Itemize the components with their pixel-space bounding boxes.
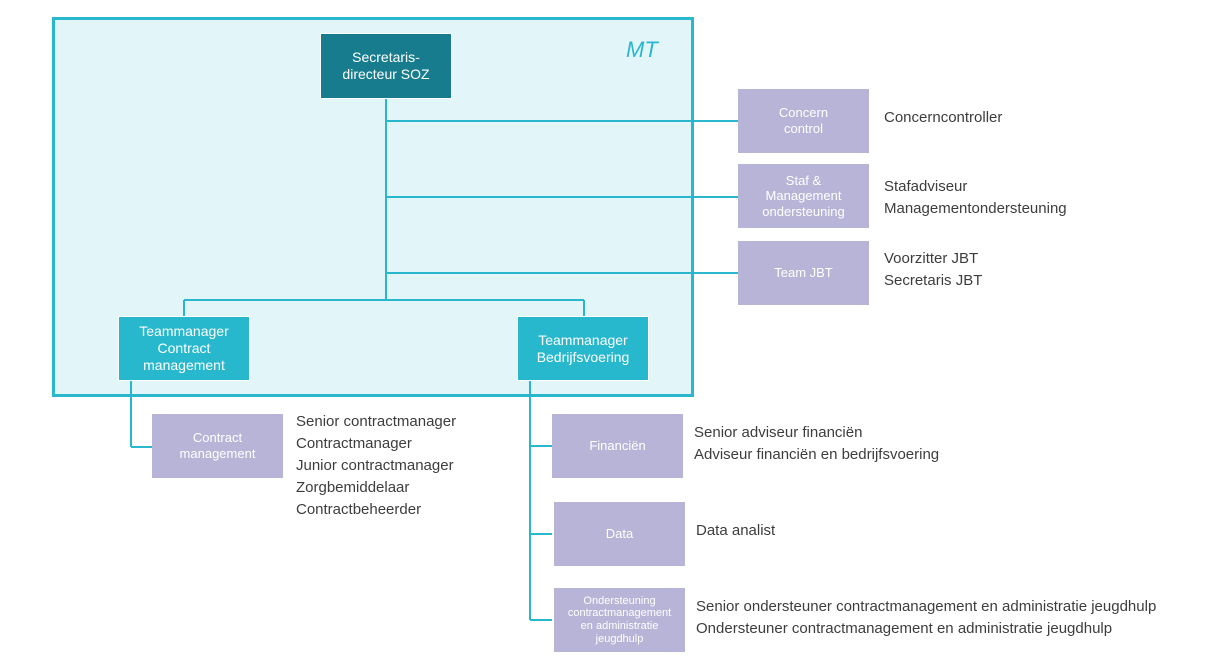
roles-team-jbt: Voorzitter JBT Secretaris JBT [884,248,982,292]
role: Senior contractmanager [296,413,457,430]
teammanager-contract-box: Teammanager Contract management [118,316,250,381]
role: Stafadviseur [884,178,968,195]
unit-financien: Financiën [552,414,683,478]
role: Concerncontroller [884,109,1003,126]
role: Senior ondersteuner contractmanagement e… [696,598,1157,615]
role: Adviseur financiën en bedrijfsvoering [694,446,940,463]
role: Zorgbemiddelaar [296,479,410,496]
unit-contract-management: Contract management [152,414,283,478]
role: Data analist [696,522,776,539]
director-box: Secretaris- directeur SOZ [320,33,452,99]
roles-concern-control: Concerncontroller [884,107,1002,129]
role: Managementondersteuning [884,200,1067,217]
unit-concern-control: Concern control [738,89,869,153]
role: Contractbeheerder [296,501,422,518]
roles-data: Data analist [696,520,775,542]
unit-team-jbt: Team JBT [738,241,869,305]
roles-staf-management: Stafadviseur Managementondersteuning [884,176,1067,220]
roles-ondersteuning: Senior ondersteuner contractmanagement e… [696,596,1156,640]
unit-ondersteuning: Ondersteuning contractmanagement en admi… [554,588,685,652]
role: Junior contractmanager [296,457,454,474]
unit-staf-management: Staf & Management ondersteuning [738,164,869,228]
mt-label: MT [626,37,658,62]
role: Contractmanager [296,435,412,452]
role: Ondersteuner contractmanagement en admin… [696,620,1113,637]
teammanager-bedrijfsvoering-box: Teammanager Bedrijfsvoering [517,316,649,381]
roles-contract-management: Senior contractmanager Contractmanager J… [296,411,456,521]
role: Secretaris JBT [884,272,983,289]
unit-data: Data [554,502,685,566]
role: Senior adviseur financiën [694,424,863,441]
roles-financien: Senior adviseur financiën Adviseur finan… [694,422,939,466]
role: Voorzitter JBT [884,250,979,267]
